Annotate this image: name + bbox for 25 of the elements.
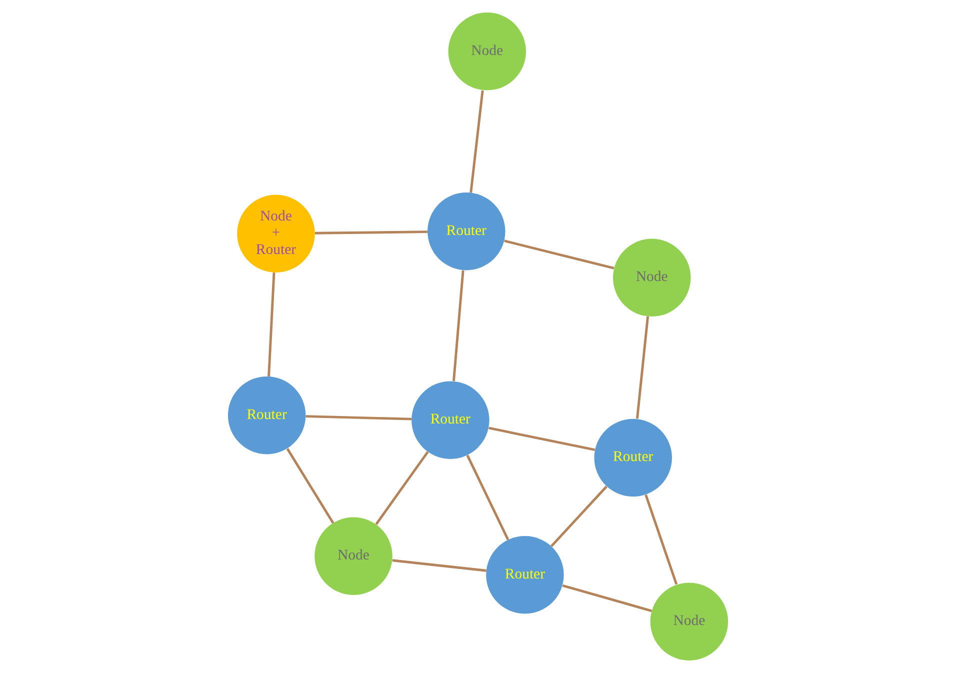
connector	[635, 316, 649, 419]
node-circle: Router	[486, 536, 564, 614]
connector	[452, 270, 464, 382]
node-circle: Node	[650, 582, 728, 660]
connector	[267, 272, 275, 376]
connector	[562, 584, 652, 612]
connector	[550, 486, 607, 548]
node-circle: Node	[448, 12, 526, 90]
connector	[392, 559, 486, 572]
node-circle: Router	[227, 376, 306, 454]
node-circle: Router	[427, 192, 505, 270]
connector	[314, 230, 427, 234]
connector	[466, 454, 509, 540]
node-circle: Router	[411, 381, 489, 459]
connector	[504, 240, 614, 270]
node-circle: Node	[314, 517, 392, 595]
node-circle: Node	[612, 238, 690, 317]
connector	[305, 415, 412, 420]
connector	[469, 90, 484, 193]
connector	[644, 494, 678, 585]
node-circle: Node + Router	[236, 194, 314, 272]
node-circle: Router	[594, 418, 672, 497]
connector	[374, 451, 428, 525]
connector	[286, 448, 334, 524]
connector	[488, 426, 595, 452]
